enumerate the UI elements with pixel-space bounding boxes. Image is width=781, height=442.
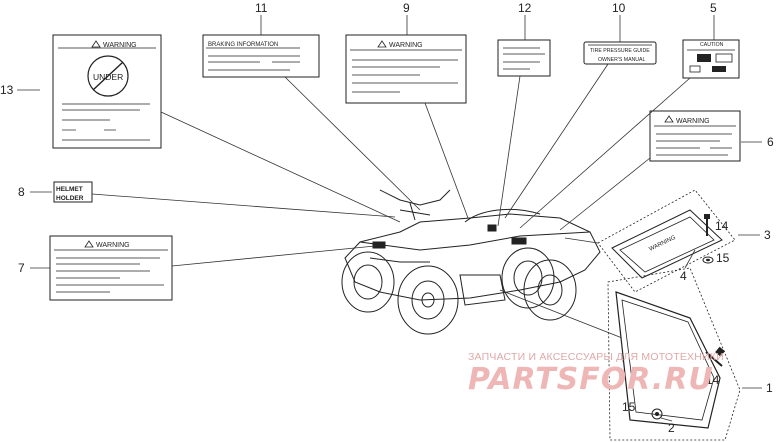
label-10-line1: TIRE PRESSURE GUIDE (590, 48, 650, 54)
callout-15-upper: 15 (716, 251, 730, 265)
label-7-warning: WARNING (49, 235, 173, 301)
label-5-title: CAUTION (700, 42, 724, 48)
callout-14-upper: 14 (715, 219, 729, 233)
label-13-under-text: UNDER (93, 72, 123, 82)
callout-9: 9 (403, 1, 410, 15)
callout-3: 3 (764, 228, 771, 242)
label-8-helmet-holder: HELMET HOLDER (53, 181, 93, 203)
label-9-title: WARNING (389, 42, 423, 49)
label-11-title: BRAKING INFORMATION (208, 42, 278, 48)
label-6-warning: WARNING (649, 110, 741, 162)
leader-4 (684, 249, 696, 269)
leader-2 (660, 417, 673, 422)
callout-4: 4 (680, 269, 687, 283)
callout-5: 5 (710, 1, 717, 15)
label-7-title: WARNING (96, 242, 130, 249)
label-10-line2: OWNER'S MANUAL (598, 57, 646, 63)
label-10-tire-pressure: TIRE PRESSURE GUIDE OWNER'S MANUAL (583, 41, 657, 65)
watermark-line2: PARTSFOR.RU (468, 362, 714, 397)
atv-illustration (341, 189, 601, 335)
callout-11: 11 (255, 1, 268, 15)
callout-6: 6 (767, 135, 774, 149)
label-8-line1: HELMET (56, 186, 83, 193)
label-5-caution: CAUTION (682, 39, 740, 79)
plate-assembly-3: WARNING (597, 189, 736, 293)
label-8-line2: HOLDER (56, 195, 84, 202)
callout-10: 10 (612, 1, 626, 15)
watermark-line1: ЗАПЧАСТИ И АКСЕССУАРЫ ДЛЯ МОТОТЕХНИКИ (468, 351, 724, 363)
callout-13: 13 (0, 83, 14, 97)
label-12 (497, 39, 551, 77)
watermark: ЗАПЧАСТИ И АКСЕССУАРЫ ДЛЯ МОТОТЕХНИКИ PA… (468, 351, 724, 397)
label-11-braking-information: BRAKING INFORMATION (202, 34, 320, 78)
plate-assembly-1 (607, 267, 741, 441)
label-6-title: WARNING (676, 118, 710, 125)
callout-8: 8 (18, 185, 25, 199)
label-13-title: WARNING (103, 42, 137, 49)
callout-12: 12 (518, 1, 532, 15)
callout-7: 7 (18, 261, 25, 275)
label-13-warning-under: WARNING UNDER (52, 34, 162, 149)
leader-lines (91, 63, 691, 346)
label-9-warning: WARNING (345, 34, 467, 104)
callout-1: 1 (766, 381, 773, 395)
callout-14-lower: 14 (706, 373, 720, 387)
callout-2: 2 (668, 421, 675, 435)
callout-15-lower: 15 (622, 400, 636, 414)
